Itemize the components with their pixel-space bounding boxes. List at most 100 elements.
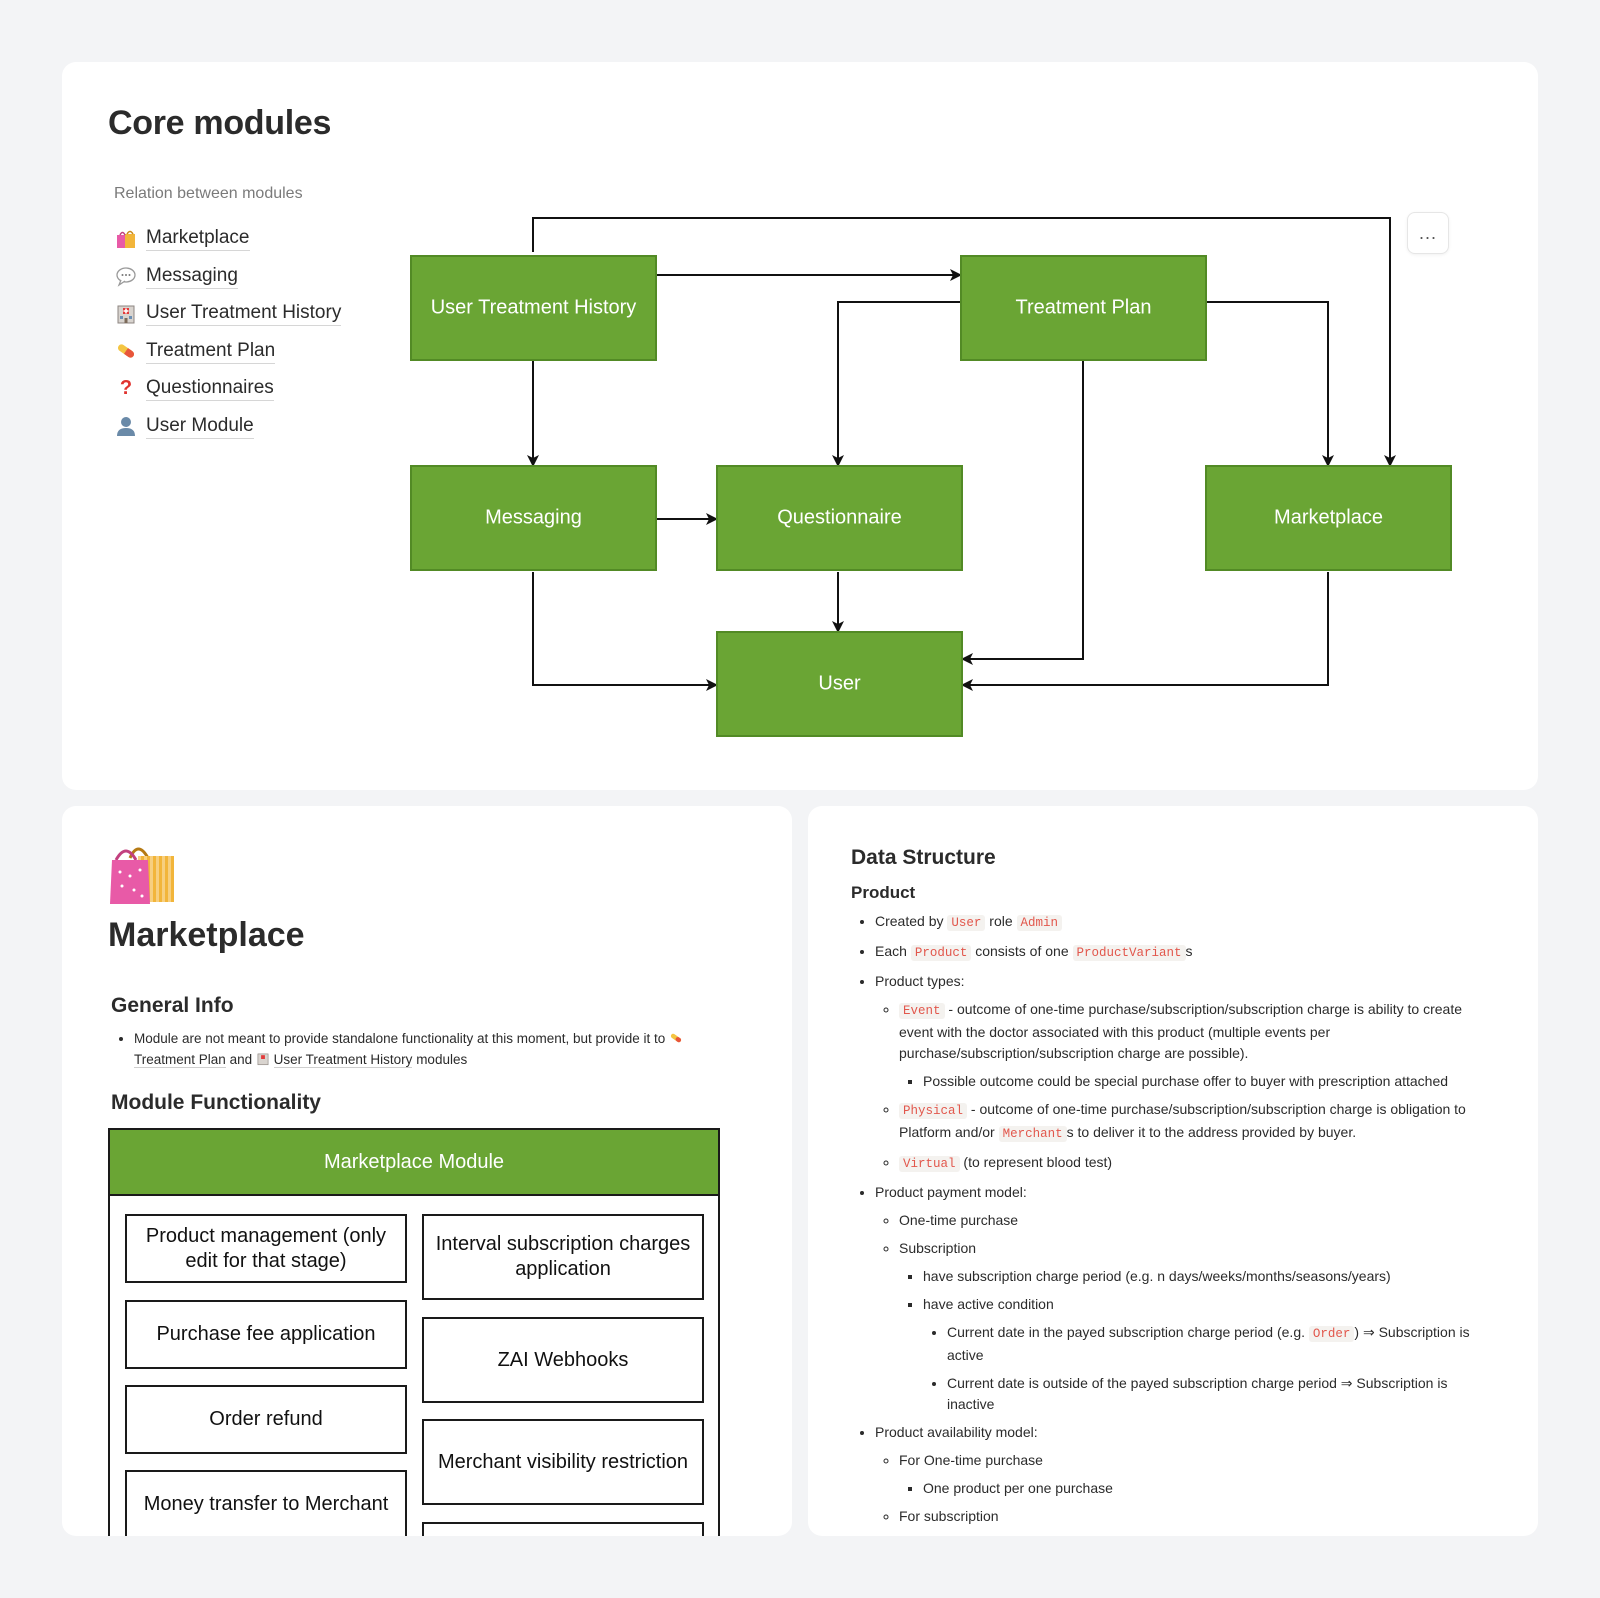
text: Subscription bbox=[899, 1240, 977, 1256]
node-messaging: Messaging bbox=[410, 465, 657, 571]
pill-icon bbox=[669, 1031, 683, 1046]
marketplace-title: Marketplace bbox=[108, 916, 305, 954]
text: (to represent blood test) bbox=[963, 1154, 1113, 1170]
node-label: Treatment Plan bbox=[1016, 296, 1152, 318]
list-item: One-time purchase bbox=[899, 1210, 1491, 1231]
hospital-icon bbox=[114, 302, 138, 326]
function-product-management: Product management (only edit for that s… bbox=[125, 1214, 407, 1283]
text: ) ⇒ Subscription is active bbox=[947, 1324, 1470, 1363]
text: role bbox=[989, 913, 1013, 929]
core-modules-card: Core modules Relation between modules Ma… bbox=[62, 62, 1538, 790]
module-link-marketplace[interactable]: Marketplace bbox=[114, 220, 341, 258]
list-item: Product types: Event - outcome of one-ti… bbox=[875, 971, 1491, 1175]
data-structure-title: Data Structure bbox=[851, 846, 996, 869]
general-info-heading: General Info bbox=[111, 994, 234, 1017]
hospital-icon bbox=[256, 1052, 274, 1067]
code-product: Product bbox=[910, 945, 972, 961]
code-physical: Physical bbox=[899, 1103, 968, 1119]
more-options-button[interactable]: ... bbox=[1407, 212, 1449, 254]
edge-treatment-plan-to-questionnaire bbox=[832, 301, 961, 467]
list-item: have active condition Current date in th… bbox=[923, 1294, 1491, 1415]
text: - outcome of one-time purchase/subscript… bbox=[899, 1101, 1466, 1140]
function-interval-subscription: Interval subscription charges applicatio… bbox=[422, 1214, 704, 1300]
text: Product payment model: bbox=[875, 1184, 1027, 1200]
text: s to deliver it to the address provided … bbox=[1066, 1124, 1357, 1140]
node-user-treatment-history: User Treatment History bbox=[410, 255, 657, 361]
text: - outcome of one-time purchase/subscript… bbox=[899, 1001, 1462, 1061]
code-product-variant: ProductVariant bbox=[1072, 945, 1186, 961]
node-questionnaire: Questionnaire bbox=[716, 465, 963, 571]
relation-label: Relation between modules bbox=[114, 185, 303, 202]
module-link-label: Treatment Plan bbox=[146, 339, 276, 364]
node-label: User Treatment History bbox=[431, 296, 637, 318]
module-link-user-module[interactable]: User Module bbox=[114, 408, 341, 446]
modules-text: modules bbox=[416, 1052, 468, 1067]
code-event: Event bbox=[899, 1003, 945, 1019]
node-label: Messaging bbox=[485, 506, 582, 528]
list-item: Current date in the payed subscription c… bbox=[947, 1322, 1491, 1366]
treatment-plan-link[interactable]: Treatment Plan bbox=[134, 1052, 226, 1068]
and-text: and bbox=[229, 1052, 253, 1067]
list-item: have subscription charge period (e.g. n … bbox=[923, 1266, 1491, 1287]
module-link-treatment-plan[interactable]: Treatment Plan bbox=[114, 333, 341, 371]
module-link-messaging[interactable]: Messaging bbox=[114, 258, 341, 296]
node-label: Marketplace bbox=[1274, 506, 1383, 528]
module-link-user-treatment-history[interactable]: User Treatment History bbox=[114, 295, 342, 333]
function-money-transfer: Money transfer to Merchant bbox=[125, 1470, 407, 1536]
text: s bbox=[1185, 943, 1193, 959]
list-item: Product availability model: For One-time… bbox=[875, 1422, 1491, 1527]
page-title: Core modules bbox=[108, 104, 332, 142]
function-merchant-visibility: Merchant visibility restriction bbox=[422, 1419, 704, 1505]
code-user: User bbox=[947, 915, 986, 931]
list-item: Possible outcome could be special purcha… bbox=[923, 1071, 1491, 1092]
edge-marketplace-to-user bbox=[961, 572, 1329, 691]
text: For One-time purchase bbox=[899, 1452, 1043, 1468]
module-link-label: User Treatment History bbox=[146, 301, 342, 327]
list-item: Each Product consists of one ProductVari… bbox=[875, 941, 1491, 964]
module-link-questionnaires[interactable]: ? Questionnaires bbox=[114, 370, 341, 408]
module-link-label: Questionnaires bbox=[146, 376, 274, 402]
list-item: Current date is outside of the payed sub… bbox=[947, 1373, 1491, 1415]
edge-treatment-plan-to-marketplace bbox=[1206, 301, 1334, 467]
node-marketplace: Marketplace bbox=[1205, 465, 1452, 571]
code-virtual: Virtual bbox=[899, 1156, 960, 1172]
data-structure-card: Data Structure Product Created by User r… bbox=[808, 806, 1538, 1536]
list-item: Subscription have subscription charge pe… bbox=[899, 1238, 1491, 1415]
product-heading: Product bbox=[851, 883, 916, 902]
shopping-bags-icon bbox=[114, 227, 138, 251]
module-link-label: Messaging bbox=[146, 264, 238, 289]
edge-uth-to-marketplace bbox=[532, 217, 1396, 467]
edge-messaging-to-user bbox=[532, 572, 718, 691]
shopping-bags-icon bbox=[108, 836, 178, 906]
marketplace-card: Marketplace General Info Module are not … bbox=[62, 806, 792, 1536]
text: Product availability model: bbox=[875, 1424, 1038, 1440]
pill-icon bbox=[114, 339, 138, 363]
list-item: Physical - outcome of one-time purchase/… bbox=[899, 1099, 1491, 1145]
list-item: Created by User role Admin bbox=[875, 911, 1491, 934]
general-info-sentence: Module are not meant to provide standalo… bbox=[134, 1031, 666, 1046]
question-mark-icon: ? bbox=[119, 377, 133, 400]
code-admin: Admin bbox=[1016, 915, 1063, 931]
speech-balloon-icon bbox=[114, 264, 138, 288]
module-relation-diagram: User Treatment History Treatment Plan Me… bbox=[410, 217, 1452, 737]
marketplace-module-box: Marketplace Module Product management (o… bbox=[108, 1128, 720, 1536]
data-structure-body: Product Created by User role Admin Each … bbox=[851, 882, 1491, 1534]
module-functionality-heading: Module Functionality bbox=[111, 1091, 321, 1114]
node-label: Questionnaire bbox=[777, 506, 902, 528]
code-merchant: Merchant bbox=[998, 1126, 1067, 1142]
edge-treatment-plan-to-user bbox=[961, 354, 1084, 665]
list-item: Event - outcome of one-time purchase/sub… bbox=[899, 999, 1491, 1092]
general-info-text: Module are not meant to provide standalo… bbox=[118, 1028, 718, 1070]
node-treatment-plan: Treatment Plan bbox=[960, 255, 1207, 361]
list-item: One product per one purchase bbox=[923, 1478, 1491, 1499]
function-purchase-fee: Purchase fee application bbox=[125, 1300, 407, 1369]
text: consists of one bbox=[975, 943, 1069, 959]
function-order-refund: Order refund bbox=[125, 1385, 407, 1454]
list-item: Product payment model: One-time purchase… bbox=[875, 1182, 1491, 1415]
text: Product types: bbox=[875, 973, 965, 989]
user-silhouette-icon bbox=[114, 414, 138, 438]
text: Each bbox=[875, 943, 907, 959]
node-user: User bbox=[716, 631, 963, 737]
function-box-cropped bbox=[422, 1522, 704, 1536]
user-treatment-history-link[interactable]: User Treatment History bbox=[273, 1052, 413, 1068]
